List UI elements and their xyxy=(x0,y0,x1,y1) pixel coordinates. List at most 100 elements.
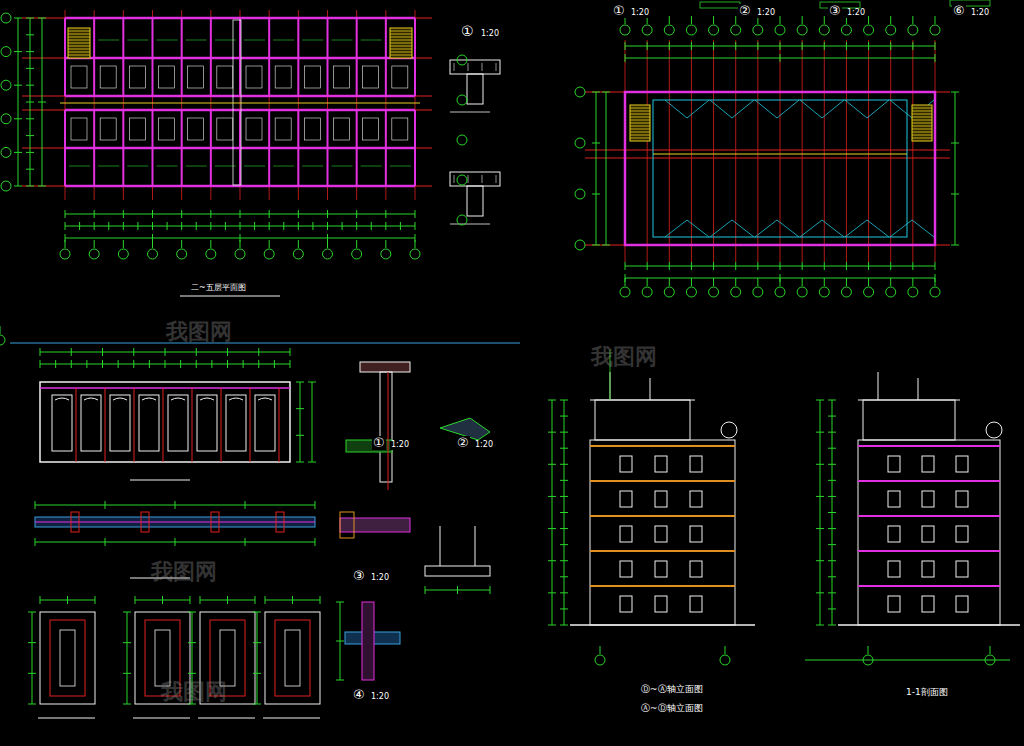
column xyxy=(221,388,222,462)
column-plan-inner xyxy=(275,620,310,696)
dimension-tick xyxy=(14,186,22,187)
dimension-tick xyxy=(828,512,836,513)
dimension-tick xyxy=(40,360,41,368)
callout-number: ② xyxy=(738,4,752,18)
inner-dimension xyxy=(69,40,90,41)
dimension-tick xyxy=(253,704,261,705)
rebar xyxy=(496,175,497,183)
section-detail xyxy=(467,74,483,104)
section-detail xyxy=(425,566,490,576)
dimension-tick xyxy=(167,222,168,230)
dimension-tick xyxy=(308,382,316,383)
dimension-tick xyxy=(602,92,610,93)
ground-line xyxy=(838,624,1020,626)
dimension-tick xyxy=(828,448,836,449)
dimension-tick xyxy=(757,262,758,270)
axis-leader xyxy=(824,16,825,24)
room-fixture xyxy=(217,66,233,88)
axis-line xyxy=(757,40,758,262)
detail-title-line xyxy=(450,112,490,113)
section-detail xyxy=(340,518,410,532)
axis-leader xyxy=(802,16,803,24)
room-fixture xyxy=(275,118,291,140)
section-detail xyxy=(380,372,392,482)
axis-bubble xyxy=(797,25,807,35)
stair-tread xyxy=(630,123,650,124)
dimension-tick xyxy=(258,348,259,356)
roof-line xyxy=(858,400,960,401)
panel-arc xyxy=(258,398,272,400)
dimension-tick xyxy=(38,18,46,19)
slope-line xyxy=(755,100,777,118)
dimension-tick xyxy=(816,592,824,593)
dimension-tick xyxy=(105,538,106,546)
dimension-tick xyxy=(79,222,80,230)
stair-tread xyxy=(630,108,650,109)
dimension-tick xyxy=(26,186,34,187)
dimension-tick xyxy=(816,560,824,561)
axis-bubble xyxy=(819,287,829,297)
frame-panel xyxy=(139,395,159,451)
frame-elevation xyxy=(40,382,290,462)
dimension-tick xyxy=(336,641,344,642)
dimension-tick xyxy=(824,262,825,270)
dimension-tick xyxy=(258,360,259,368)
dimension-tick xyxy=(828,592,836,593)
dimension-tick xyxy=(65,210,66,218)
rebar xyxy=(454,63,455,71)
room-fixture xyxy=(100,66,116,88)
dimension-tick xyxy=(560,625,568,626)
dimension-tick xyxy=(647,262,648,270)
axis-leader xyxy=(802,278,803,286)
title-underline xyxy=(263,718,320,719)
axis-leader xyxy=(327,240,328,248)
inner-dimension xyxy=(186,40,207,41)
window xyxy=(922,596,934,612)
dimension-tick xyxy=(691,262,692,270)
axis-bubble xyxy=(1,181,11,191)
rebar xyxy=(468,175,469,183)
axis-line xyxy=(94,10,95,200)
floor-line xyxy=(590,585,735,587)
dimension-tick xyxy=(123,673,131,674)
slope-line xyxy=(822,100,844,118)
dimension-tick xyxy=(602,245,610,246)
stair-tread xyxy=(630,111,650,112)
dimension-tick xyxy=(255,596,256,604)
room-fixture xyxy=(334,118,350,140)
section-detail xyxy=(340,512,354,538)
slope-line xyxy=(822,220,844,237)
dimension-tick xyxy=(196,348,197,356)
inner-dimension xyxy=(332,166,353,167)
axis-line xyxy=(890,40,891,262)
axis-bubble xyxy=(731,287,741,297)
dimension-tick xyxy=(548,592,556,593)
wall xyxy=(181,18,183,96)
wall xyxy=(414,110,416,186)
title-underline xyxy=(38,718,95,719)
axis-leader xyxy=(65,240,66,248)
dimension-tick xyxy=(165,360,166,368)
dimension-tick xyxy=(14,18,22,19)
axis-line xyxy=(824,40,825,262)
room-fixture xyxy=(71,66,87,88)
room-fixture xyxy=(334,66,350,88)
drawing-title: 1:20 xyxy=(846,9,866,18)
axis-bubble xyxy=(177,249,187,259)
dimension-line xyxy=(312,382,313,462)
dimension-tick xyxy=(210,222,211,230)
dimension-tick xyxy=(298,222,299,230)
dimension-tick xyxy=(371,222,372,230)
stair-tread xyxy=(630,114,650,115)
dimension-tick xyxy=(669,42,670,50)
dimension-tick xyxy=(828,400,836,401)
dimension-tick xyxy=(245,538,246,546)
stair-tread xyxy=(68,46,90,47)
dimension-tick xyxy=(152,210,153,218)
slope-line xyxy=(710,100,732,118)
axis-bubble xyxy=(642,25,652,35)
window xyxy=(956,491,968,507)
stair-tread xyxy=(912,132,932,133)
section-detail xyxy=(467,186,483,216)
